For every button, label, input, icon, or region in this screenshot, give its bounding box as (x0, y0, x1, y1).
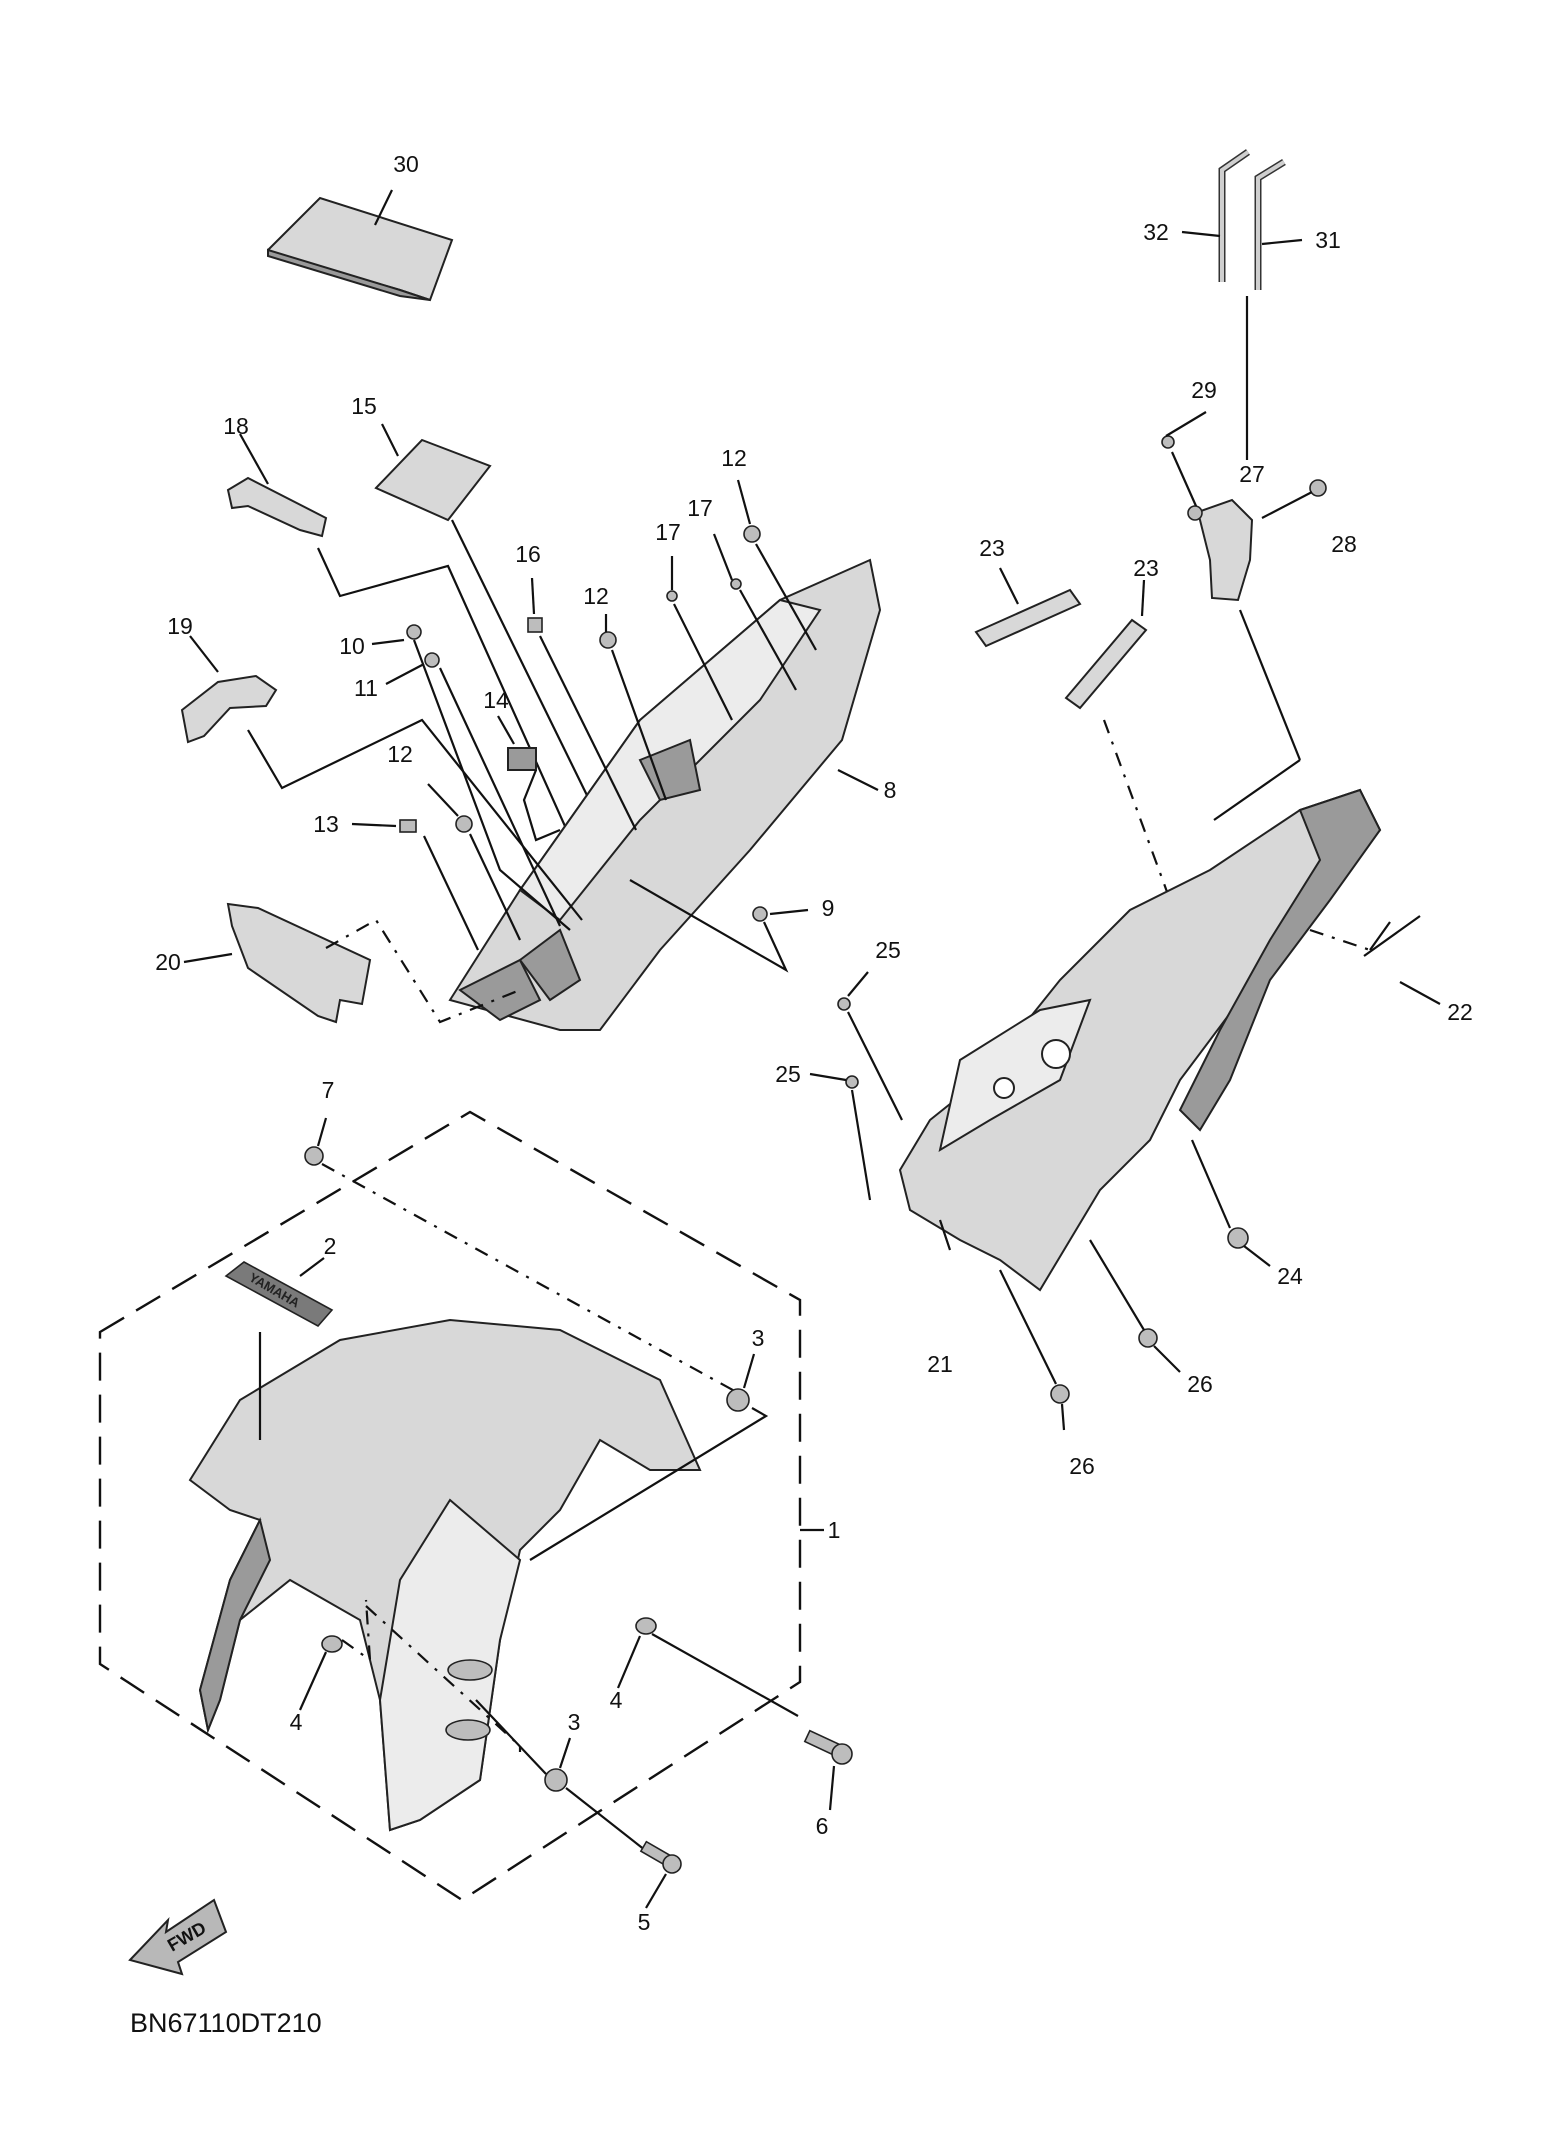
callout-20: 20 (155, 949, 181, 975)
part-31-32-rods (1218, 149, 1286, 290)
diagram-code: BN67110DT210 (130, 2008, 322, 2038)
callout-26-a: 26 (1187, 1371, 1213, 1397)
part-17-bolt-b (730, 578, 742, 590)
part-21-tail-cowl (898, 788, 1382, 1292)
callout-17-a: 17 (655, 519, 681, 545)
fwd-arrow-icon: FWD (128, 1898, 228, 1976)
part-18-clip (226, 476, 328, 538)
part-19-bracket (180, 674, 278, 744)
callout-19: 19 (167, 613, 193, 639)
part-28-nut (1309, 479, 1327, 497)
part-25-bolt-b (845, 1075, 859, 1089)
part-12-nut-a (743, 525, 761, 543)
part-16-clip (527, 617, 543, 633)
callout-29: 29 (1191, 377, 1217, 403)
callout-23-b: 23 (1133, 555, 1159, 581)
part-1-assembly-boundary (98, 1110, 802, 1902)
callout-3-a: 3 (752, 1325, 765, 1351)
part-23-rubber-a (974, 588, 1082, 648)
callout-21: 21 (927, 1351, 953, 1377)
callout-9: 9 (822, 895, 835, 921)
callout-14: 14 (483, 687, 509, 713)
callout-32: 32 (1143, 219, 1169, 245)
callout-7: 7 (322, 1077, 335, 1103)
part-12-nut-c (455, 815, 473, 833)
callout-4-a: 4 (290, 1709, 303, 1735)
part-11-bolt (424, 652, 440, 668)
part-26-nut-b (1050, 1384, 1070, 1404)
callout-28: 28 (1331, 531, 1357, 557)
part-6-bolt (803, 1729, 853, 1765)
callout-16: 16 (515, 541, 541, 567)
callout-10: 10 (339, 633, 365, 659)
callout-27: 27 (1239, 461, 1265, 487)
callout-24: 24 (1277, 1263, 1303, 1289)
callout-4-b: 4 (610, 1687, 623, 1713)
callout-30: 30 (393, 151, 419, 177)
callout-1: 1 (828, 1517, 841, 1543)
part-30-seat-pad (267, 196, 454, 302)
callout-22: 22 (1447, 999, 1473, 1025)
part-25-bolt-a (837, 997, 851, 1011)
part-1-front-fender (188, 1318, 702, 1832)
callout-11: 11 (354, 675, 378, 701)
callout-13: 13 (313, 811, 339, 837)
callout-15: 15 (351, 393, 377, 419)
callout-23-a: 23 (979, 535, 1005, 561)
part-4-grommet-a (321, 1635, 343, 1653)
part-3-nut-b (544, 1768, 568, 1792)
part-27-bracket (1187, 498, 1254, 602)
part-7-bolt (304, 1146, 324, 1166)
part-4-grommet-b (635, 1617, 657, 1635)
part-10-bolt (406, 624, 422, 640)
callout-labels: 30 32 31 29 27 28 18 15 12 17 17 16 12 2… (155, 151, 1473, 1935)
callout-12-a: 12 (721, 445, 747, 471)
callout-2: 2 (324, 1233, 337, 1259)
callout-26-b: 26 (1069, 1453, 1095, 1479)
callout-12-b: 12 (583, 583, 609, 609)
callout-8: 8 (884, 777, 897, 803)
callout-17-b: 17 (687, 495, 713, 521)
part-29-bolt (1161, 435, 1175, 449)
part-3-nut-a (726, 1388, 750, 1412)
part-26-nut-a (1138, 1328, 1158, 1348)
part-23-rubber-b (1064, 618, 1148, 710)
callout-3-b: 3 (568, 1709, 581, 1735)
part-20-plate (226, 902, 372, 1024)
part-14-clip (507, 747, 537, 771)
callout-5: 5 (638, 1909, 651, 1935)
callout-18: 18 (223, 413, 249, 439)
part-13-clip (399, 819, 417, 833)
part-17-bolt-a (666, 590, 678, 602)
part-15-pad (374, 438, 492, 522)
part-12-nut-b (599, 631, 617, 649)
callout-31: 31 (1315, 227, 1341, 253)
part-24-nut (1227, 1227, 1249, 1249)
callout-12-c: 12 (387, 741, 413, 767)
part-5-bolt (639, 1840, 682, 1874)
part-9-bolt (752, 906, 768, 922)
part-2-emblem: YAMAHA (224, 1261, 334, 1328)
callout-6: 6 (816, 1813, 829, 1839)
callout-25-b: 25 (775, 1061, 801, 1087)
callout-25-a: 25 (875, 937, 901, 963)
